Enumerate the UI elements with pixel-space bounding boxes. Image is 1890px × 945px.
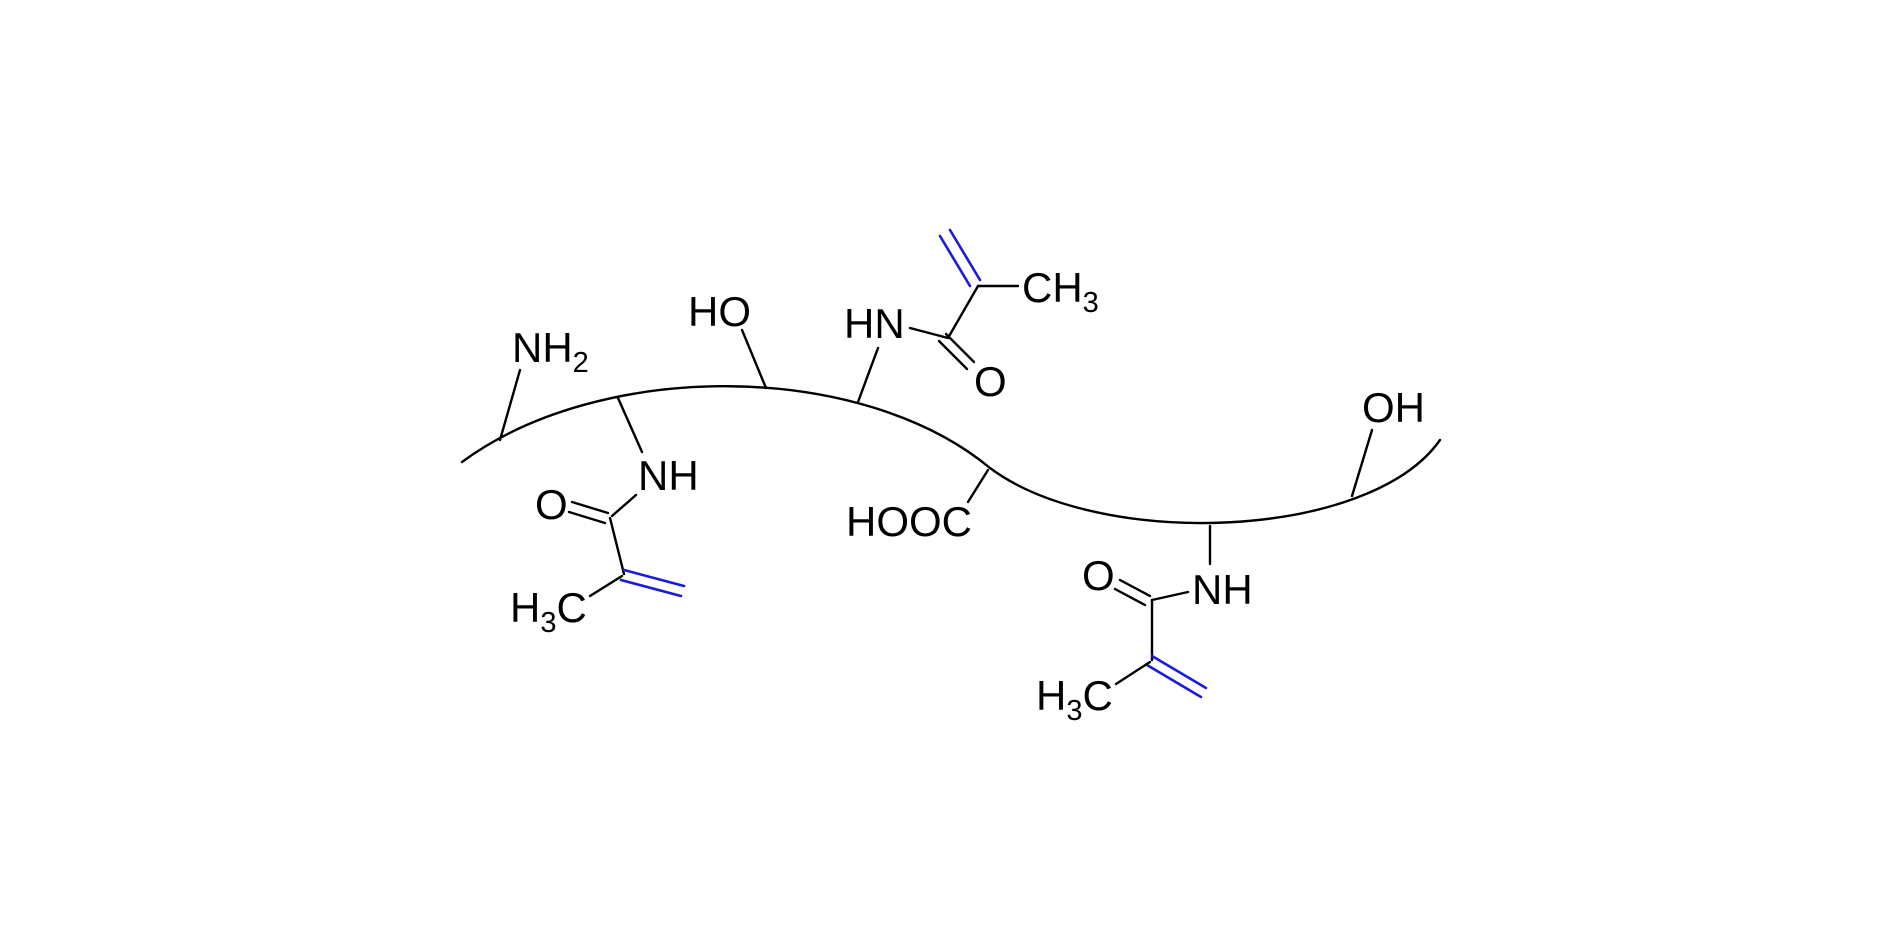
label-nh2: NH2 <box>512 324 589 379</box>
bond-co-double-2a <box>944 332 976 364</box>
bond-nh-carbonyl-3 <box>1150 590 1190 602</box>
bond-backbone-cooh <box>966 468 990 504</box>
vinyl-double-3a <box>1150 654 1208 690</box>
label-hooc: HOOC <box>846 498 972 545</box>
vinyl-double-2b <box>938 234 972 288</box>
bond-hn-carbonyl-2 <box>908 326 950 340</box>
label-o-top: O <box>974 358 1007 405</box>
bond-carbonyl-alpha-1 <box>608 516 626 576</box>
label-h3c-3: H3C <box>1036 672 1113 727</box>
vinyl-double-2a <box>948 228 982 282</box>
bond-co-double-1b <box>567 510 607 525</box>
bond-co-double-1a <box>570 500 610 515</box>
label-h3c-1: H3C <box>510 584 587 639</box>
bond-co-double-3a <box>1118 578 1152 598</box>
bond-alpha-methyl-1 <box>588 574 624 598</box>
label-ch3-top: CH3 <box>1022 264 1099 319</box>
label-nh-1: NH <box>638 452 699 499</box>
bond-backbone-nh-1 <box>616 396 644 454</box>
bond-backbone-nh2 <box>498 368 522 442</box>
vinyl-double-3b <box>1145 663 1203 699</box>
label-o-3: O <box>1082 552 1115 599</box>
vinyl-double-1b <box>619 578 683 598</box>
bond-carbonyl-alpha-2 <box>946 284 980 340</box>
label-hn: HN <box>844 300 905 347</box>
label-ho: HO <box>688 288 751 335</box>
vinyl-double-1a <box>622 568 686 588</box>
bond-co-double-2b <box>937 339 969 371</box>
bond-backbone-hn <box>856 346 880 404</box>
polymer-backbone <box>460 385 1442 525</box>
bond-co-double-3b <box>1113 587 1147 607</box>
bond-nh-carbonyl-1 <box>610 493 638 518</box>
label-oh: OH <box>1362 384 1425 431</box>
bond-alpha-methyl-3 <box>1114 660 1152 686</box>
bond-backbone-oh <box>1350 428 1374 498</box>
bond-backbone-ho <box>740 328 768 390</box>
label-nh-3: NH <box>1192 566 1253 613</box>
label-o-1: O <box>535 481 568 528</box>
